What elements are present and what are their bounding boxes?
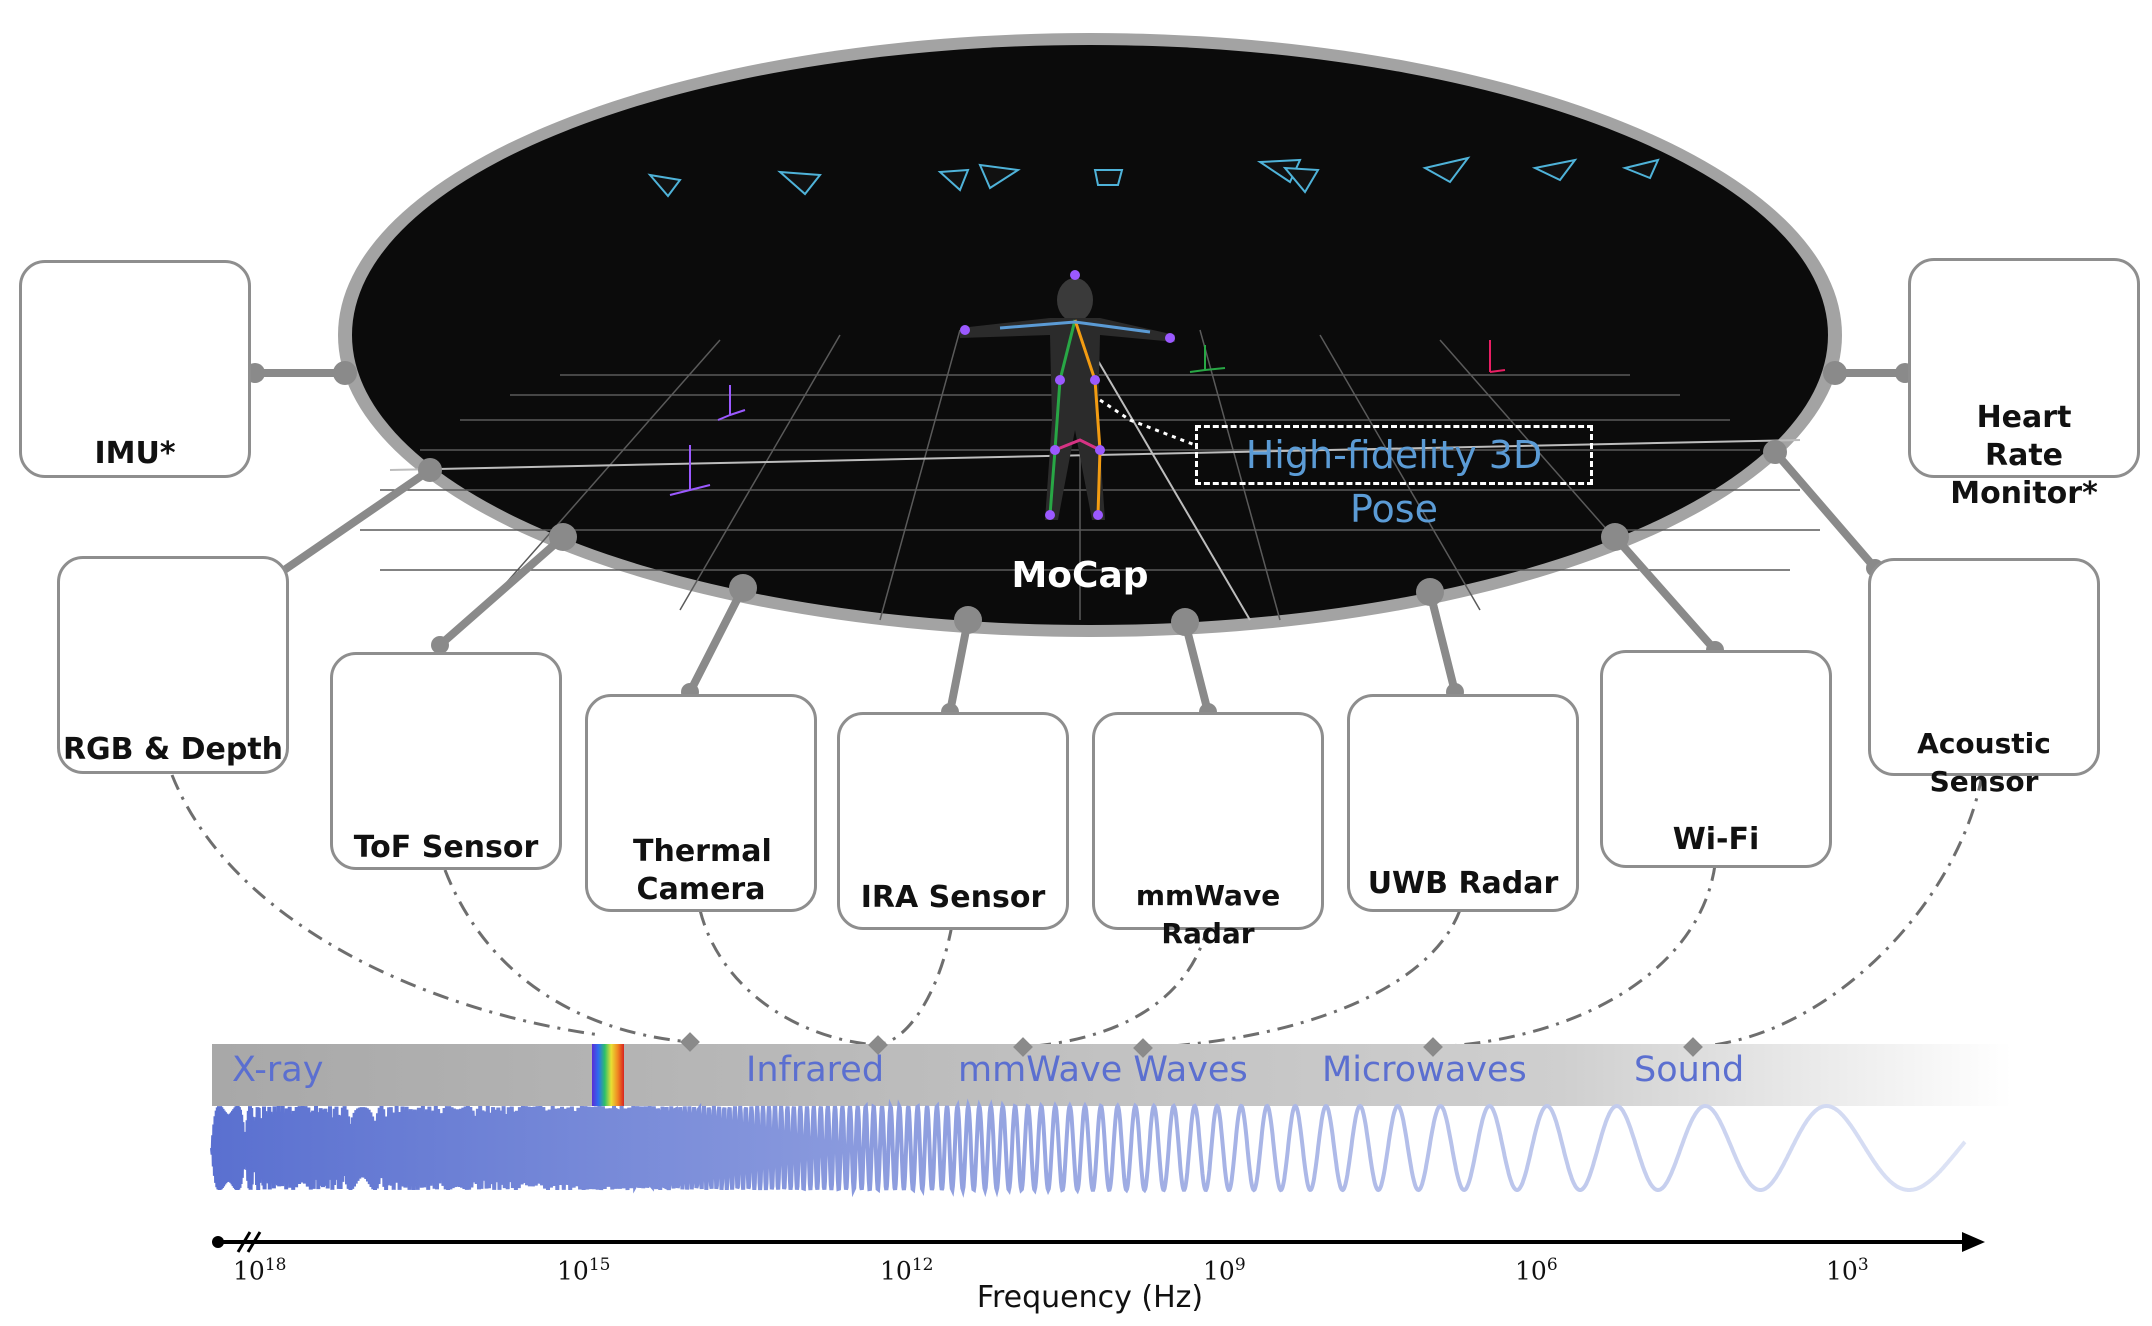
tick-exp: 9 xyxy=(1234,1255,1246,1275)
frequency-axis xyxy=(212,1231,1985,1253)
axis-arrowhead xyxy=(1962,1232,1985,1252)
tick-1e15: 1015 xyxy=(557,1255,610,1285)
acoustic-box: Acoustic Sensor xyxy=(1868,558,2100,798)
band-xray: X-ray xyxy=(232,1050,324,1090)
mocap-arena xyxy=(338,33,1842,637)
thermal-box: Thermal Camera xyxy=(585,694,817,912)
wifi-label: Wi-Fi xyxy=(1672,822,1760,857)
imu-label: IMU* xyxy=(94,436,176,471)
axis-origin-dot xyxy=(212,1236,224,1248)
spectrum-band xyxy=(212,1044,2012,1106)
tick-base: 10 xyxy=(880,1256,912,1286)
tick-base: 10 xyxy=(557,1256,589,1286)
pose-pointer xyxy=(1099,398,1196,447)
ira-label: IRA Sensor xyxy=(860,880,1046,915)
tick-exp: 3 xyxy=(1857,1255,1869,1275)
mocap-title: MoCap xyxy=(1011,555,1149,596)
band-sound: Sound xyxy=(1634,1050,1745,1090)
mmwave-box: mmWave Radar xyxy=(1092,712,1324,950)
uwb-label: UWB Radar xyxy=(1367,866,1559,901)
coordinate-markers xyxy=(669,340,1506,496)
uwb-box: UWB Radar xyxy=(1347,694,1579,912)
band-microwaves: Microwaves xyxy=(1322,1050,1527,1090)
axis-title: Frequency (Hz) xyxy=(976,1280,1204,1315)
tick-1e3: 103 xyxy=(1826,1255,1869,1285)
tick-1e18: 1018 xyxy=(233,1255,286,1285)
subject-figure xyxy=(960,270,1175,520)
spectrum-links xyxy=(170,774,1984,1050)
heart-rate-box: Heart Rate Monitor* xyxy=(1908,258,2140,511)
imu-box: IMU* xyxy=(19,260,251,478)
frequency-wave xyxy=(210,1098,1967,1198)
tick-1e9: 109 xyxy=(1203,1255,1246,1285)
tof-box: ToF Sensor xyxy=(330,652,562,870)
band-infrared: Infrared xyxy=(746,1050,885,1090)
band-markers xyxy=(680,1032,1703,1058)
heart-rate-label: Heart Rate Monitor* xyxy=(1950,400,2098,511)
visible-light-strip xyxy=(592,1044,624,1106)
tick-exp: 18 xyxy=(264,1255,287,1275)
tick-base: 10 xyxy=(1515,1256,1547,1286)
tick-1e6: 106 xyxy=(1515,1255,1558,1285)
band-mmwave: mmWave Waves xyxy=(958,1050,1248,1090)
tof-label: ToF Sensor xyxy=(353,830,539,865)
acoustic-label: Acoustic Sensor xyxy=(1917,727,2051,798)
tick-1e12: 1012 xyxy=(880,1255,933,1285)
axis-break xyxy=(236,1231,262,1253)
tick-exp: 15 xyxy=(588,1255,611,1275)
tick-base: 10 xyxy=(1203,1256,1235,1286)
tick-base: 10 xyxy=(1826,1256,1858,1286)
thermal-label: Thermal Camera xyxy=(633,834,772,907)
mmwave-label: mmWave Radar xyxy=(1135,879,1281,950)
tick-exp: 12 xyxy=(911,1255,934,1275)
tick-base: 10 xyxy=(233,1256,265,1286)
ira-box: IRA Sensor xyxy=(837,712,1069,930)
rgb-depth-label: RGB & Depth xyxy=(62,732,284,767)
rgb-depth-box: RGB & Depth xyxy=(57,556,289,774)
wifi-box: Wi-Fi xyxy=(1600,650,1832,868)
mocap-cameras xyxy=(647,156,1660,198)
tick-exp: 6 xyxy=(1546,1255,1558,1275)
pose-label: High-fidelity 3D Pose xyxy=(1195,425,1593,531)
